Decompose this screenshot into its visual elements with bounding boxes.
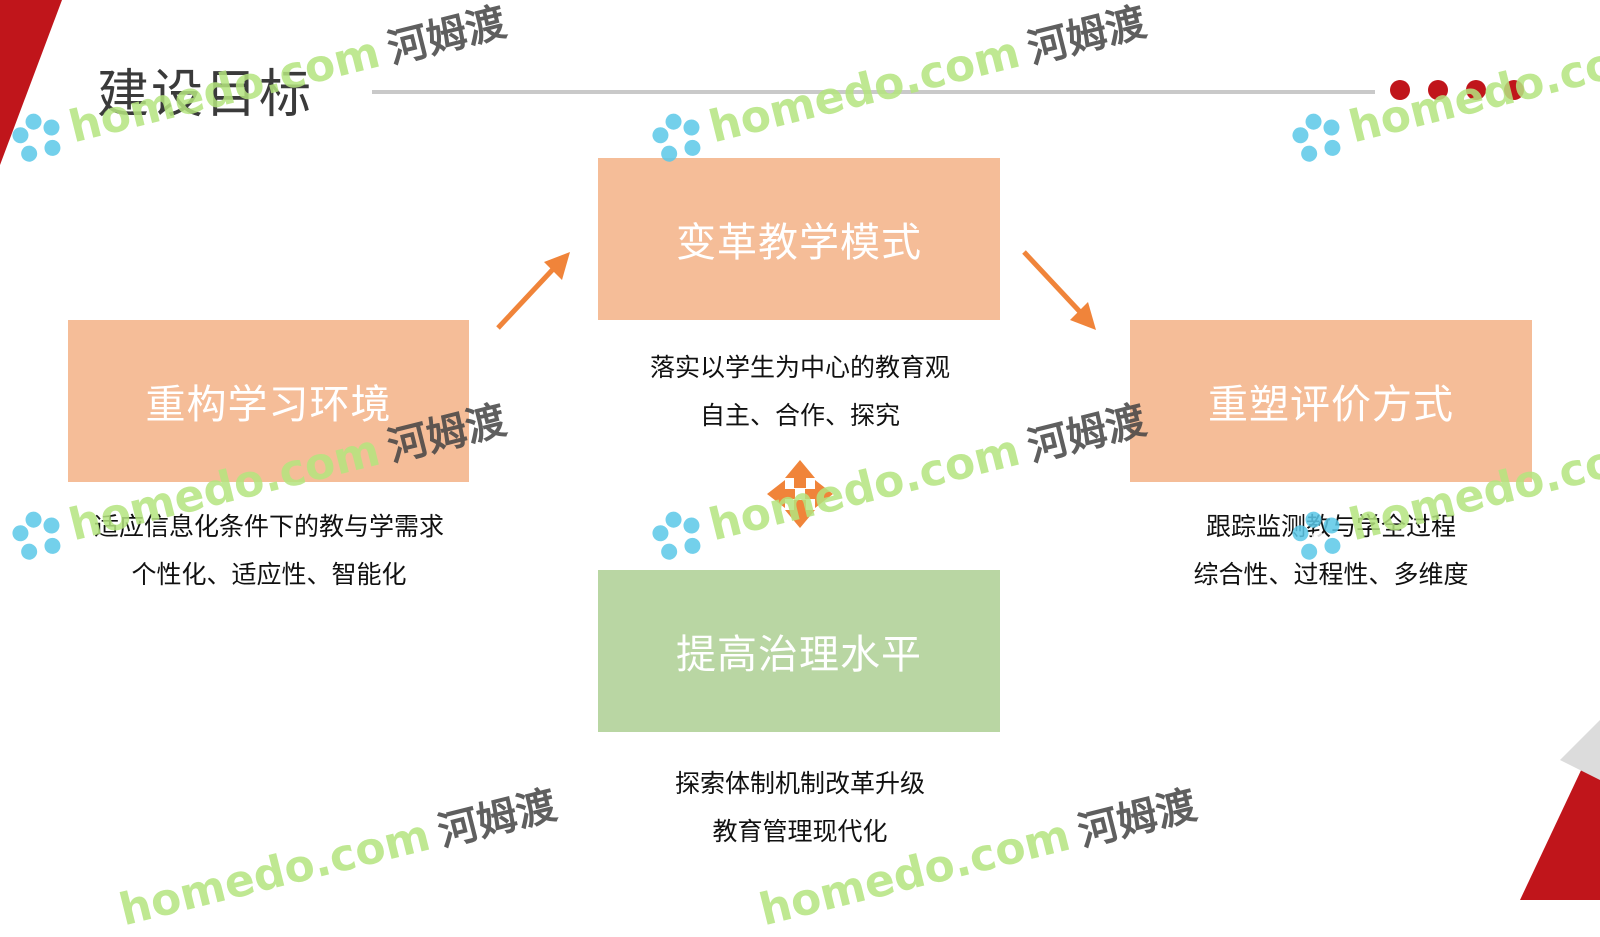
decoration-dot <box>1428 80 1448 100</box>
box-top-line-1: 落实以学生为中心的教育观 <box>649 353 950 382</box>
box-left-line-1: 适应信息化条件下的教与学需求 <box>93 512 444 541</box>
box-left-line-2: 个性化、适应性、智能化 <box>131 560 407 589</box>
box-right-line-2: 综合性、过程性、多维度 <box>1193 560 1469 589</box>
flower-logo-icon <box>652 511 701 560</box>
box-left: 重构学习环境 <box>68 320 469 482</box>
decoration-dot <box>1390 80 1410 100</box>
decoration-dot <box>1504 80 1524 100</box>
decoration-dot <box>1466 80 1486 100</box>
four-way-arrow-icon <box>767 460 833 528</box>
box-bottom: 提高治理水平 <box>598 570 1000 732</box>
watermark: homedo.com河姆渡 <box>643 0 1153 173</box>
box-right-description: 跟踪监测教与学全过程 综合性、过程性、多维度 <box>1090 503 1572 599</box>
box-top: 变革教学模式 <box>598 158 1000 320</box>
slide-title: 建设目标 <box>97 65 314 125</box>
box-top-description: 落实以学生为中心的教育观 自主、合作、探究 <box>560 344 1040 440</box>
title-divider <box>372 90 1375 94</box>
arrow-up-right-icon <box>496 252 570 330</box>
box-bottom-line-1: 探索体制机制改革升级 <box>674 769 925 798</box>
watermark: homedo.com河姆渡 <box>114 782 562 937</box>
box-right: 重塑评价方式 <box>1130 320 1532 482</box>
corner-decoration-top-left <box>0 0 62 165</box>
box-top-line-2: 自主、合作、探究 <box>699 401 900 430</box>
box-bottom-description: 探索体制机制改革升级 教育管理现代化 <box>560 760 1040 856</box>
box-left-description: 适应信息化条件下的教与学需求 个性化、适应性、智能化 <box>30 503 508 599</box>
box-bottom-line-2: 教育管理现代化 <box>712 817 888 846</box>
flower-logo-icon <box>1292 113 1341 162</box>
box-right-line-1: 跟踪监测教与学全过程 <box>1205 512 1456 541</box>
corner-decoration-bottom-right <box>1520 720 1600 900</box>
arrow-down-right-icon <box>1022 250 1096 330</box>
